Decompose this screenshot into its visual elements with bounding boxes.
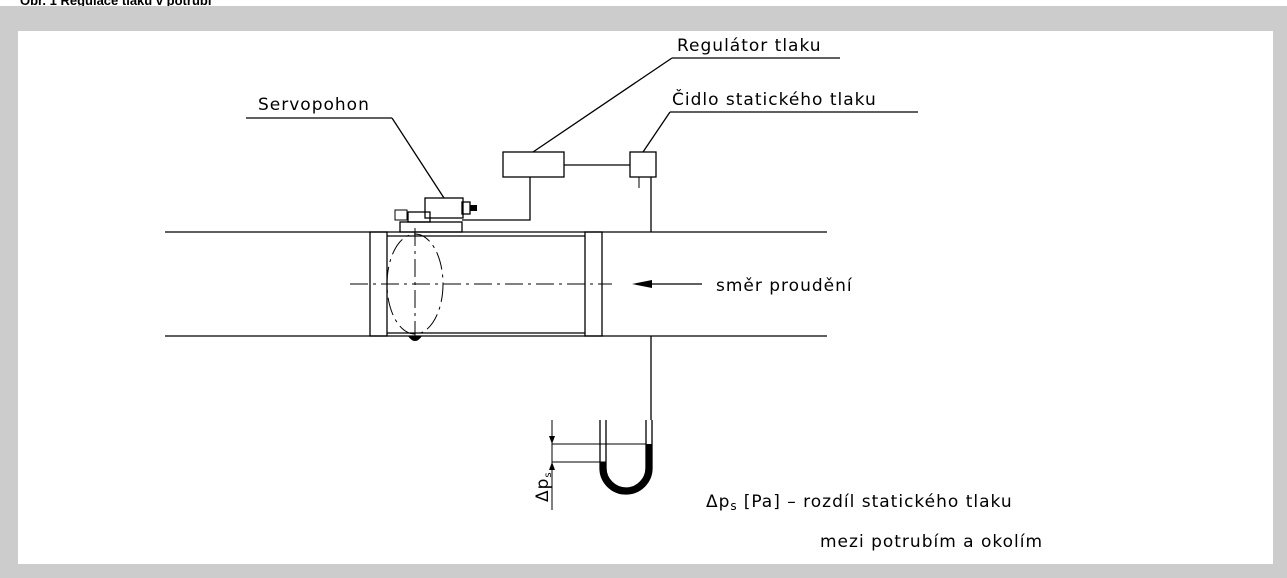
flow-direction-arrow [632,280,702,288]
pressure-controller [462,57,840,221]
manometer-liquid [600,444,652,494]
figure-caption: Obr. 1 Regulace tlaku v potrubí [20,0,212,8]
servo-actuator [246,117,477,233]
controller-servo-wire [462,177,531,221]
flow-direction-label: směr proudění [716,276,853,296]
legend-line-1: Δps [Pa] – rozdíl statického tlaku [706,492,1013,513]
static-pressure-sensor [629,111,918,232]
dp-dimension-sub: s [543,471,554,477]
controller-box [502,151,565,178]
servopohon-label: Servopohon [258,95,370,115]
dp-dimension-label: Δps [533,471,554,502]
sensor-box [629,151,657,178]
sensor-label: Čidlo statického tlaku [672,88,877,110]
regulator-label: Regulátor tlaku [677,36,822,56]
u-tube-manometer [549,336,653,510]
manometer-tube-inner [605,420,647,489]
servo-mount [407,211,431,223]
legend-symbol: Δp [706,492,730,512]
legend-description: [Pa] – rozdíl statického tlaku [744,492,1013,512]
flow-arrow-head [632,280,652,288]
dp-dimension-symbol: Δp [533,478,553,502]
legend-symbol-sub: s [730,499,737,513]
servo-base-plate [399,221,463,233]
duct [165,231,827,337]
dp-arrow-bottom [549,462,555,470]
controller-leader-line [532,57,673,153]
servo-housing [424,197,464,219]
servo-gear-left [394,209,408,221]
damper-bottom-bearing [408,336,422,341]
sensor-leader-line [642,111,671,153]
servo-connector [470,205,477,211]
servo-leader-line [391,117,445,199]
legend-line-2: mezi potrubím a okolím [820,532,1043,552]
dp-arrow-top [549,436,555,444]
